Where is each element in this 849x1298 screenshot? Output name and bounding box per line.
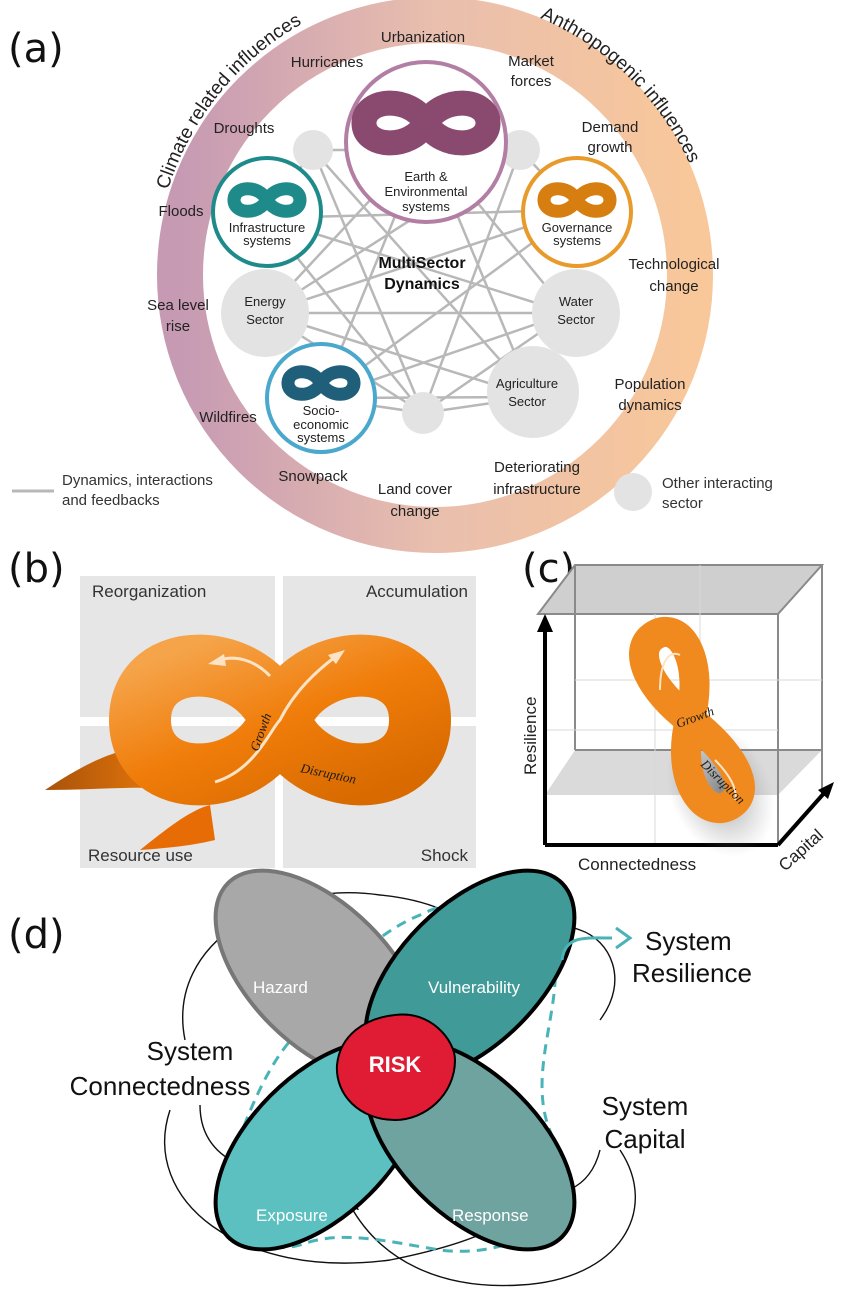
svg-text:Sector: Sector <box>246 312 284 327</box>
panel-d: (d) RISK Hazard Vulnerability Exposure R… <box>8 868 752 1287</box>
influence-population: dynamics <box>618 397 681 414</box>
influence-market: forces <box>511 73 552 90</box>
legend-circle-swatch <box>614 473 652 511</box>
infinity-icon <box>537 182 617 218</box>
center-label: Dynamics <box>384 276 460 293</box>
influence-technological: Technological <box>629 256 720 273</box>
legend-circle-label: sector <box>662 495 703 512</box>
svg-text:systems: systems <box>402 199 450 214</box>
svg-text:Socio-: Socio- <box>303 403 340 418</box>
other-sector-node <box>500 130 540 170</box>
influence-land-cover: change <box>390 503 439 520</box>
system-resilience-label: System <box>645 926 732 956</box>
influence-floods: Floods <box>158 203 203 220</box>
label-accumulation: Accumulation <box>366 582 468 601</box>
influence-wildfires: Wildfires <box>199 409 257 426</box>
system-capital-label: Capital <box>605 1124 686 1154</box>
influence-demand: Demand <box>582 119 639 136</box>
governance-systems-node: Governance systems <box>521 156 633 268</box>
influence-demand: growth <box>587 139 632 156</box>
system-connectedness-label: Connectedness <box>70 1071 251 1101</box>
panel-label-d: (d) <box>8 912 65 958</box>
influence-urbanization: Urbanization <box>381 29 465 46</box>
risk-core <box>335 1013 457 1122</box>
hazard-label: Hazard <box>253 978 308 997</box>
infinity-icon <box>227 182 307 218</box>
infrastructure-systems-node: Infrastructure systems <box>211 156 323 268</box>
arrowhead-icon <box>328 650 345 664</box>
water-sector-node: Water Sector <box>532 269 620 357</box>
svg-text:Agriculture: Agriculture <box>496 376 558 391</box>
growth-arrow <box>659 652 681 691</box>
panel-label-b: (b) <box>8 546 65 592</box>
other-sector-node <box>293 130 333 170</box>
svg-text:Water: Water <box>559 294 594 309</box>
influence-droughts: Droughts <box>214 120 275 137</box>
energy-sector-node: Energy Sector <box>221 269 309 357</box>
influence-ring <box>157 0 713 553</box>
influence-snowpack: Snowpack <box>278 468 348 485</box>
axis-label-resilience: Resilience <box>521 697 540 775</box>
arrowhead-icon <box>537 614 553 632</box>
label-resource-use: Resource use <box>88 846 193 865</box>
growth-arrow <box>214 655 336 784</box>
influence-deteriorating: Deteriorating <box>494 459 580 476</box>
influence-deteriorating: infrastructure <box>493 481 581 498</box>
vulnerability-label: Vulnerability <box>428 978 520 997</box>
cube-top-face <box>535 564 825 615</box>
system-connectedness-label: System <box>147 1036 234 1066</box>
adaptive-cycle-3d-loop <box>629 616 755 824</box>
loop-tail <box>140 805 215 850</box>
influence-population: Population <box>615 376 686 393</box>
legend-line-label: Dynamics, interactions <box>62 472 213 489</box>
svg-text:Governance: Governance <box>542 220 613 235</box>
exposure-label: Exposure <box>256 1206 328 1225</box>
influence-technological: change <box>649 278 698 295</box>
panel-c: (c) Growth Disruption <box>521 546 834 875</box>
panel-label-a: (a) <box>8 26 64 72</box>
arrowhead-icon <box>615 926 633 950</box>
arrowhead-icon <box>208 654 226 666</box>
arrowhead-icon <box>818 782 834 799</box>
agriculture-sector-node: Agriculture Sector <box>487 346 579 438</box>
infinity-icon <box>281 365 361 401</box>
risk-label: RISK <box>369 1052 422 1077</box>
svg-text:economic: economic <box>293 417 349 432</box>
center-label: MultiSector <box>378 255 465 272</box>
label-shock: Shock <box>421 846 469 865</box>
other-sector-node <box>402 392 444 434</box>
svg-text:Sector: Sector <box>508 394 546 409</box>
svg-text:Earth &: Earth & <box>404 169 448 184</box>
infinity-icon <box>351 90 501 156</box>
svg-text:Environmental: Environmental <box>384 184 467 199</box>
svg-text:Infrastructure: Infrastructure <box>229 220 306 235</box>
influence-land-cover: Land cover <box>378 481 452 498</box>
svg-text:systems: systems <box>243 233 291 248</box>
panel-a: (a) Climate related influences Anthropog… <box>8 0 773 553</box>
svg-text:systems: systems <box>553 233 601 248</box>
influence-sea-level: Sea level <box>147 297 209 314</box>
socioeconomic-systems-node: Socio- economic systems <box>265 342 377 454</box>
svg-text:systems: systems <box>297 430 345 445</box>
svg-text:Sector: Sector <box>557 312 595 327</box>
panel-b: (b) Reorganization Accumulation Resource… <box>8 546 476 868</box>
system-resilience-label: Resilience <box>632 958 752 988</box>
response-label: Response <box>452 1206 529 1225</box>
axis-label-capital: Capital <box>775 825 827 875</box>
axis-label-connectedness: Connectedness <box>578 855 696 874</box>
influence-market: Market <box>508 53 555 70</box>
legend-circle-label: Other interacting <box>662 475 773 492</box>
resilience-arrow <box>560 936 613 961</box>
influence-hurricanes: Hurricanes <box>291 54 364 71</box>
earth-systems-node: Earth & Environmental systems <box>344 60 508 224</box>
disruption-arrow <box>714 759 737 801</box>
system-capital-label: System <box>602 1091 689 1121</box>
label-reorganization: Reorganization <box>92 582 206 601</box>
influence-sea-level: rise <box>166 318 190 335</box>
capital-axis <box>776 789 828 847</box>
legend-line-label: and feedbacks <box>62 492 160 509</box>
svg-text:Energy: Energy <box>244 294 286 309</box>
